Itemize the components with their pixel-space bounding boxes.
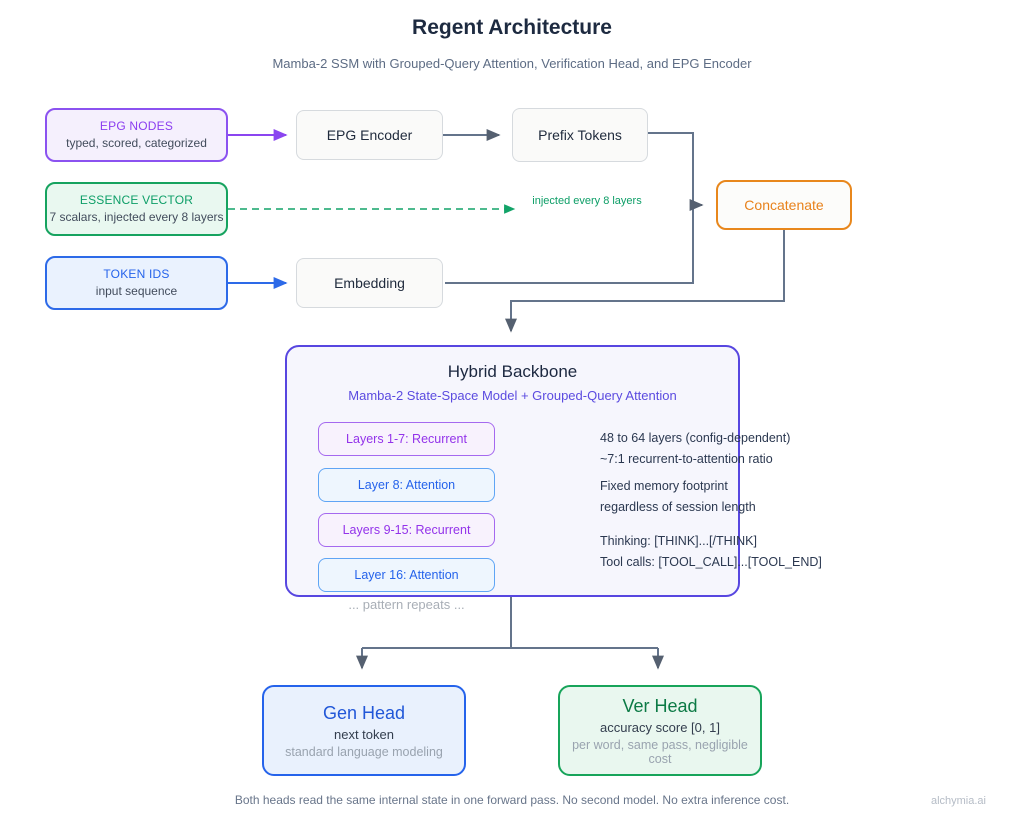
prefix-tokens-box: Prefix Tokens	[512, 108, 648, 162]
concatenate-box: Concatenate	[716, 180, 852, 230]
injection-edge-label: injected every 8 layers	[532, 195, 642, 207]
ver-head-line1: accuracy score [0, 1]	[600, 719, 720, 735]
gen-head-line2: standard language modeling	[285, 744, 443, 759]
epg-nodes-title: EPG NODES	[99, 118, 174, 133]
ver-head-title: Ver Head	[622, 695, 698, 716]
page-subtitle: Mamba-2 SSM with Grouped-Query Attention…	[272, 56, 752, 71]
backbone-fact-thinking: Thinking: [THINK]...[/THINK]	[600, 534, 757, 548]
footer-note: Both heads read the same internal state …	[234, 793, 790, 807]
embedding-box: Embedding	[296, 258, 443, 308]
epg-encoder-label: EPG Encoder	[326, 126, 413, 143]
ver-head-box: Ver Head accuracy score [0, 1] per word,…	[558, 685, 762, 776]
prefix-tokens-label: Prefix Tokens	[538, 126, 622, 143]
gen-head-line1: next token	[334, 726, 394, 742]
epg-encoder-box: EPG Encoder	[296, 110, 443, 160]
hybrid-backbone-title: Hybrid Backbone	[447, 362, 578, 381]
brand-watermark: alchymia.ai	[930, 795, 986, 807]
backbone-fact-ratio: ~7:1 recurrent-to-attention ratio	[600, 452, 773, 466]
edge-concatenate-to-backbone	[505, 230, 785, 333]
embedding-label: Embedding	[334, 274, 405, 291]
ver-head-line2: per word, same pass, negligible cost	[572, 737, 748, 766]
essence-vector-subtitle: 7 scalars, injected every 8 layers	[49, 210, 224, 224]
essence-vector-box: ESSENCE VECTOR 7 scalars, injected every…	[45, 182, 228, 236]
layer-box-attention-16: Layer 16: Attention	[318, 558, 495, 592]
epg-nodes-subtitle: typed, scored, categorized	[66, 136, 207, 150]
token-ids-box: TOKEN IDS input sequence	[45, 256, 228, 310]
backbone-fact-layers: 48 to 64 layers (config-dependent)	[600, 431, 791, 445]
hybrid-backbone-subtitle: Mamba-2 State-Space Model + Grouped-Quer…	[348, 388, 677, 403]
concatenate-label: Concatenate	[744, 196, 824, 213]
backbone-fact-session: regardless of session length	[600, 500, 756, 514]
essence-vector-title: ESSENCE VECTOR	[79, 192, 194, 207]
backbone-fact-toolcalls: Tool calls: [TOOL_CALL]...[TOOL_END]	[600, 555, 822, 569]
epg-nodes-box: EPG NODES typed, scored, categorized	[45, 108, 228, 162]
gen-head-title: Gen Head	[322, 702, 406, 723]
layer-box-attention-8: Layer 8: Attention	[318, 468, 495, 502]
page-title: Regent Architecture	[412, 16, 612, 39]
gen-head-box: Gen Head next token standard language mo…	[262, 685, 466, 776]
backbone-fact-memory: Fixed memory footprint	[600, 479, 728, 493]
layer-box-recurrent-1-7: Layers 1-7: Recurrent	[318, 422, 495, 456]
layer-box-recurrent-9-15: Layers 9-15: Recurrent	[318, 513, 495, 547]
token-ids-title: TOKEN IDS	[103, 266, 170, 281]
hybrid-backbone-box	[285, 345, 740, 597]
pattern-repeats-note: ... pattern repeats ...	[348, 597, 465, 612]
token-ids-subtitle: input sequence	[95, 284, 178, 298]
